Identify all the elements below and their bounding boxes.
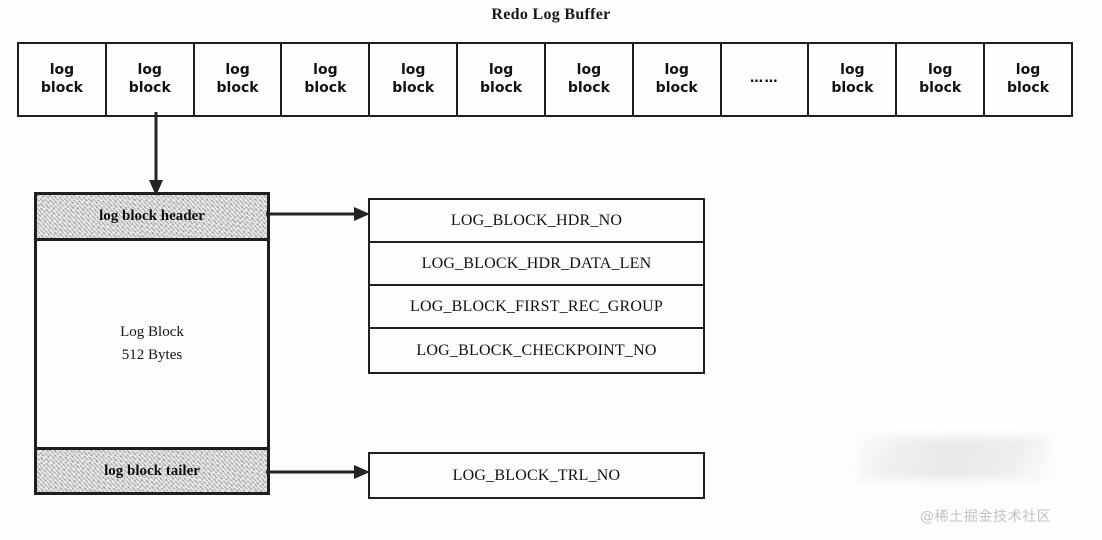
log-block-header-band: log block header [37,195,267,241]
buffer-cell-line2: block [392,79,435,96]
buffer-cell-line2: block [480,79,523,96]
buffer-cell-line1: log [664,62,689,79]
buffer-cell-line1: log [840,62,865,79]
log-block-body: Log Block 512 Bytes [37,241,267,447]
arrow-buffer-to-log-block [149,112,163,196]
header-field-row: LOG_BLOCK_FIRST_REC_GROUP [370,286,703,329]
buffer-cell-line2: block [128,79,171,96]
buffer-cell-line2: block [40,79,83,96]
log-block-header-label: log block header [99,208,205,224]
buffer-cell-line1: log [1015,62,1041,79]
buffer-cell-ellipsis: …… [721,44,810,115]
buffer-cell-line1: log [225,62,250,79]
header-field-row: LOG_BLOCK_HDR_NO [370,200,703,243]
log-block-body-line2: 512 Bytes [121,347,183,363]
buffer-cell-line1: log [927,62,953,79]
log-block-tailer-fields-table: LOG_BLOCK_TRL_NO [368,452,705,499]
header-field-row: LOG_BLOCK_HDR_DATA_LEN [370,243,703,286]
buffer-cell-line1: log [313,62,338,79]
ellipsis-glyph: …… [749,71,780,87]
buffer-cell-line1: log [576,62,602,79]
log-block-body-line1: Log Block [120,323,184,340]
page-title: Redo Log Buffer [491,6,611,23]
buffer-cell-line1: log [137,62,162,79]
tailer-field-row: LOG_BLOCK_TRL_NO [370,454,703,497]
log-block-tailer-band: log block tailer [37,447,267,492]
header-field-row: LOG_BLOCK_CHECKPOINT_NO [370,329,703,372]
arrow-tailer-to-fields [266,465,370,479]
watermark: @稀土掘金技术社区 [920,509,1052,525]
log-block-anatomy: log block header Log Block 512 Bytes log… [34,192,270,495]
arrow-header-to-fields [266,207,370,221]
buffer-cell-line2: block [831,79,874,96]
buffer-cell-line1: log [401,62,426,79]
buffer-cell-line2: block [1006,79,1050,96]
log-block-tailer-label: log block tailer [104,462,200,479]
redacted-region [858,437,1048,479]
buffer-cell-line1: log [49,62,75,79]
buffer-cell-line2: block [567,79,610,96]
buffer-cell-line1: log [488,62,514,79]
buffer-cell-line2: block [216,79,259,96]
buffer-cell-line2: block [655,79,698,96]
buffer-cell-line2: block [919,79,962,96]
buffer-cell-line2: block [304,79,347,96]
